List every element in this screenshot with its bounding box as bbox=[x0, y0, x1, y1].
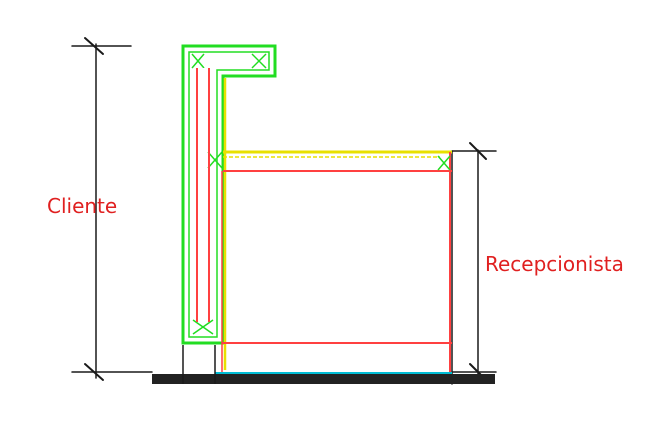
wall-base-hatch-2 bbox=[192, 319, 214, 335]
recepcionista-label: Recepcionista bbox=[485, 252, 624, 276]
wall-mid-hatch-2 bbox=[207, 151, 223, 169]
cliente-dimension-top-tick bbox=[84, 37, 104, 55]
wall-cap-hatch-2 bbox=[191, 53, 205, 69]
recepcionista-dimension-top-tick bbox=[469, 142, 487, 160]
floor bbox=[152, 345, 495, 384]
cliente-dimension bbox=[71, 37, 153, 381]
floor-slab bbox=[152, 374, 495, 384]
desk-top-end-hatch-2 bbox=[437, 155, 451, 171]
wall-cap-hatch-4 bbox=[251, 53, 267, 69]
cliente-label: Cliente bbox=[47, 194, 118, 218]
customer-counter-wall bbox=[181, 44, 277, 345]
reception-desk bbox=[221, 152, 452, 372]
counter-edges bbox=[223, 78, 452, 370]
wall-outer-outline bbox=[181, 44, 277, 345]
wall-inner-outline bbox=[188, 51, 270, 338]
cliente-dimension-bottom-tick bbox=[84, 363, 104, 381]
